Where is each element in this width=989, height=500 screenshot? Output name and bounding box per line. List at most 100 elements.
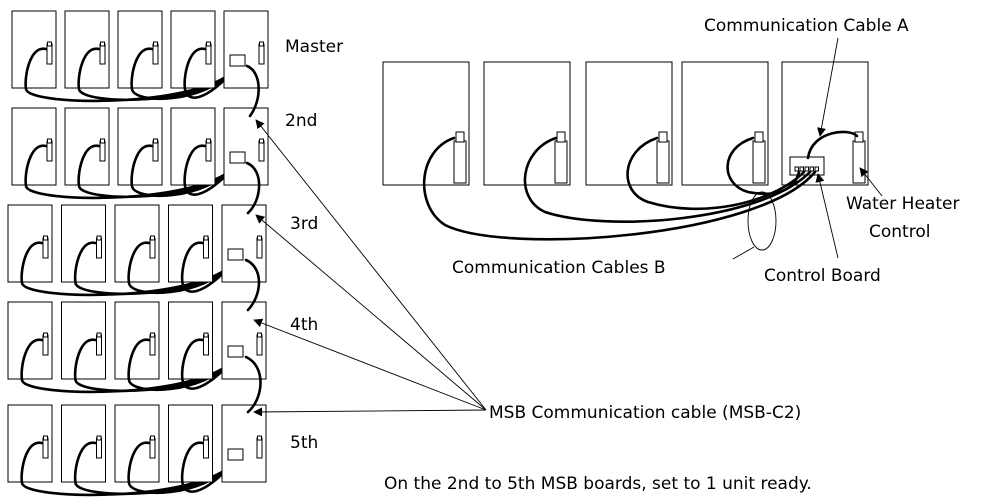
heater-control-module xyxy=(149,237,156,259)
communication-cable-b xyxy=(73,441,236,496)
communication-cable-b xyxy=(20,441,236,497)
label-pointers xyxy=(253,37,883,417)
row-label-master: Master xyxy=(285,37,343,57)
heater-control-module xyxy=(99,140,106,162)
label-communication-cable-a: Communication Cable A xyxy=(704,16,909,36)
pointer-communication-cables-b xyxy=(732,246,755,260)
heater-control-connector xyxy=(153,41,158,47)
heater-control-module xyxy=(46,140,53,162)
rack-row-5 xyxy=(7,404,267,497)
row-label-3rd: 3rd xyxy=(290,214,318,234)
heater-control-connector xyxy=(257,332,262,338)
row-label-5th: 5th xyxy=(290,433,318,453)
heater-control-connector xyxy=(47,138,52,144)
heater-control-module xyxy=(256,334,263,356)
heater-control-connector xyxy=(259,138,264,144)
heater-control-connector xyxy=(47,41,52,47)
control-board-terminal xyxy=(809,166,814,172)
heater-control-module xyxy=(42,237,49,259)
communication-cable-b xyxy=(77,47,238,102)
heater-control-module xyxy=(256,237,263,259)
heater-control-module xyxy=(152,140,159,162)
rack-row-3 xyxy=(7,204,267,297)
heater-control-connector xyxy=(257,235,262,241)
row-label-2nd: 2nd xyxy=(285,111,317,131)
heater-control-module xyxy=(152,43,159,65)
detail-water-heater-control xyxy=(656,140,670,184)
heater-control-module xyxy=(203,237,209,259)
heater-control-connector xyxy=(100,138,105,144)
label-water-heater-control-2: Control xyxy=(869,222,930,242)
heater-row-detail xyxy=(382,61,869,251)
heater-control-module xyxy=(96,334,102,356)
note-unit-ready: On the 2nd to 5th MSB boards, set to 1 u… xyxy=(384,474,812,494)
communication-cable-b xyxy=(20,338,236,394)
detail-control-connector xyxy=(658,131,668,143)
communication-cable-b xyxy=(183,47,238,99)
heater-control-module xyxy=(205,43,212,65)
heater-control-module xyxy=(203,437,209,459)
pointer-water-heater-control xyxy=(859,167,883,197)
heater-control-connector xyxy=(43,332,48,338)
communication-cable-b xyxy=(20,241,236,297)
heater-control-connector xyxy=(203,435,209,441)
pointer-msb-cable-1 xyxy=(255,119,487,411)
heater-control-module xyxy=(258,43,265,65)
communication-cable-b xyxy=(180,241,236,293)
communication-cable-b xyxy=(127,241,236,295)
detail-control-connector xyxy=(854,131,864,143)
communication-cable-b xyxy=(180,338,236,390)
communication-cable-b xyxy=(24,47,238,103)
rack-row-2 xyxy=(11,107,269,200)
detail-water-heater-control xyxy=(453,140,467,184)
heater-control-module xyxy=(258,140,265,162)
communication-cable-b xyxy=(127,338,236,392)
communication-cable-b-1 xyxy=(422,136,817,241)
heater-unit xyxy=(170,107,216,186)
control-board-terminal xyxy=(804,166,809,172)
communication-cable-b-2 xyxy=(523,136,812,223)
detail-water-heater-control xyxy=(852,140,866,184)
msb-chain-cable-1 xyxy=(245,64,260,118)
communication-cable-b xyxy=(180,441,236,493)
rack-row-1 xyxy=(11,10,269,103)
pointer-msb-cable-3 xyxy=(253,318,487,411)
heater-control-module xyxy=(149,437,156,459)
detail-water-heater-control xyxy=(554,140,568,184)
pointer-control-board xyxy=(815,173,839,259)
heater-control-connector xyxy=(203,332,209,338)
msb-control-board xyxy=(227,345,244,358)
label-communication-cables-b: Communication Cables B xyxy=(452,258,666,278)
pointer-msb-cable-4 xyxy=(253,407,487,417)
heater-control-connector xyxy=(43,235,48,241)
heater-rack-stack xyxy=(7,10,269,497)
detail-control-connector xyxy=(754,131,764,143)
cables-b-grouping-ellipse xyxy=(747,191,777,251)
heater-control-connector xyxy=(259,41,264,47)
msb-control-board xyxy=(227,248,244,261)
heater-control-module xyxy=(42,334,49,356)
heater-control-connector xyxy=(96,235,102,241)
communication-cable-b xyxy=(24,144,238,200)
heater-control-connector xyxy=(150,235,155,241)
rack-row-4 xyxy=(7,301,267,394)
heater-control-module xyxy=(203,334,209,356)
msb-chain-cable-4 xyxy=(244,355,262,414)
control-board-terminal xyxy=(814,166,819,172)
communication-cable-b xyxy=(183,144,238,196)
detail-control-connector xyxy=(455,131,465,143)
heater-control-module xyxy=(42,437,49,459)
msb-control-board xyxy=(227,448,244,461)
control-board-terminal xyxy=(799,166,804,172)
heater-control-connector xyxy=(203,235,209,241)
heater-control-module xyxy=(96,437,102,459)
heater-control-module xyxy=(149,334,156,356)
control-board-terminal xyxy=(794,166,799,172)
heater-control-connector xyxy=(96,435,102,441)
heater-control-connector xyxy=(206,41,211,47)
label-water-heater-control-1: Water Heater xyxy=(846,194,959,214)
pointer-msb-cable-2 xyxy=(255,214,487,411)
detail-water-heater-control xyxy=(752,140,766,184)
communication-cable-a xyxy=(806,130,859,160)
